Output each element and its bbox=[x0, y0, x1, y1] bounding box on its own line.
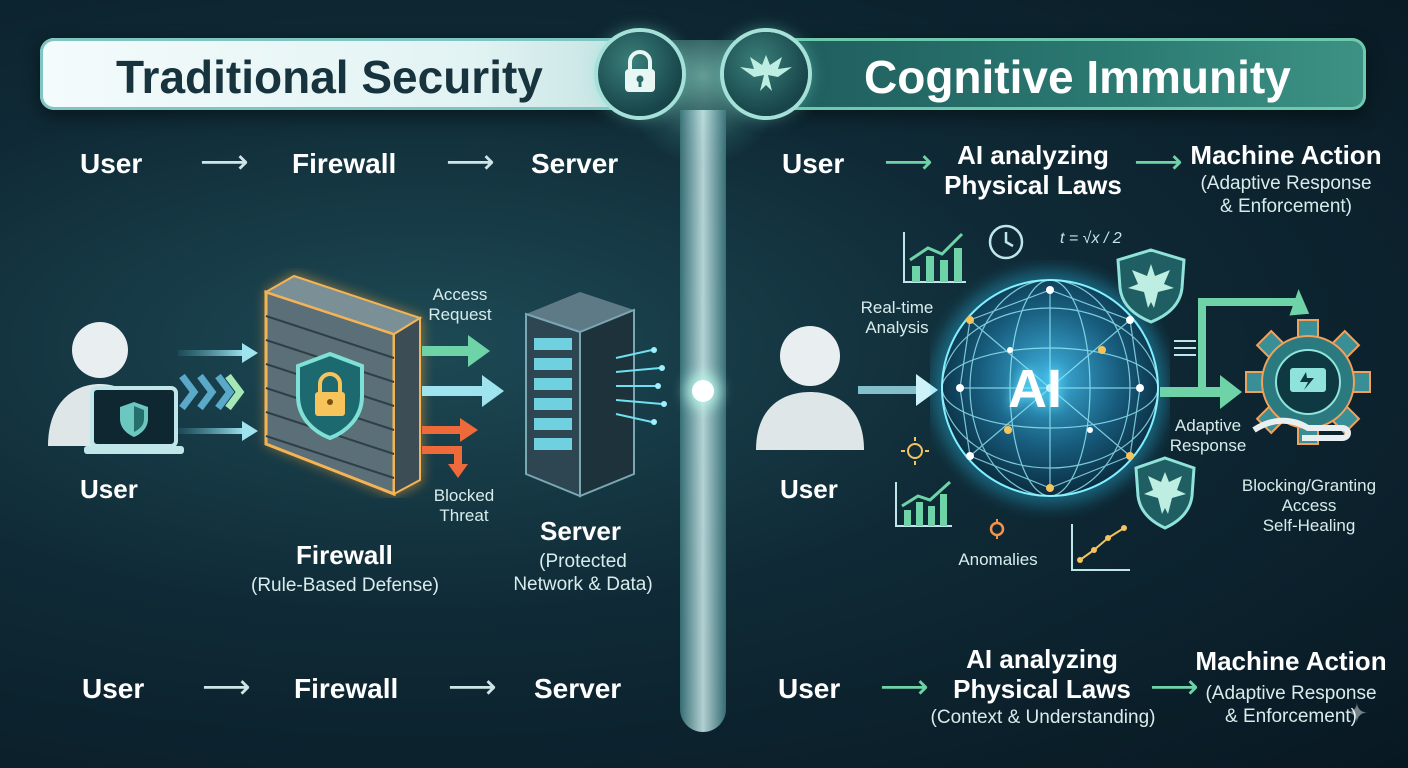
input-arrow-icon bbox=[858, 370, 942, 415]
right-bottom-action-sub: (Adaptive Response & Enforcement) bbox=[1205, 683, 1377, 727]
phoenix-badge bbox=[724, 32, 808, 116]
feedback-arrow-icon bbox=[1150, 282, 1320, 417]
traditional-security-banner: Traditional Security bbox=[40, 38, 660, 110]
arrow-right-icon: ⟶ bbox=[448, 668, 497, 706]
user-icon bbox=[752, 322, 868, 459]
arrow-right-icon: ⟶ bbox=[880, 668, 929, 706]
blocked-threat-label: Blocked Threat bbox=[433, 486, 495, 525]
arrow-right-icon: ⟶ bbox=[1150, 668, 1199, 706]
right-top-action-sub: (Adaptive Response & Enforcement) bbox=[1200, 173, 1372, 217]
left-user-label: User bbox=[80, 474, 138, 504]
bar-chart-icon bbox=[892, 478, 956, 535]
cognitive-immunity-title: Cognitive Immunity bbox=[864, 51, 1291, 103]
traditional-security-title: Traditional Security bbox=[116, 51, 543, 103]
left-top-server: Server bbox=[531, 148, 619, 179]
server-rack-icon bbox=[520, 288, 670, 503]
gear-engine-icon bbox=[1242, 318, 1374, 459]
firewall-wall-icon bbox=[254, 268, 434, 503]
arrow-right-icon: ⟶ bbox=[200, 143, 249, 181]
left-top-user: User bbox=[80, 148, 143, 179]
realtime-analysis-label: Real-time Analysis bbox=[860, 298, 934, 337]
ai-neural-sphere-icon bbox=[930, 260, 1170, 525]
adaptive-response-label: Adaptive Response bbox=[1169, 416, 1247, 455]
right-top-action: Machine Action bbox=[1190, 140, 1382, 170]
ai-core-label: AI bbox=[1008, 359, 1062, 419]
left-bottom-user: User bbox=[82, 673, 145, 704]
sun-icon bbox=[900, 436, 930, 471]
right-bottom-ai-sub: (Context & Understanding) bbox=[930, 707, 1156, 728]
firewall-subtitle: (Rule-Based Defense) bbox=[251, 575, 439, 596]
lock-icon bbox=[620, 49, 660, 100]
right-bottom-user: User bbox=[778, 673, 841, 704]
blocking-granting-label: Blocking/Granting Access Self-Healing bbox=[1241, 476, 1377, 535]
server-title: Server bbox=[540, 516, 621, 546]
left-top-firewall: Firewall bbox=[292, 148, 397, 179]
anomalies-label: Anomalies bbox=[958, 550, 1038, 569]
output-arrow-icon bbox=[1160, 372, 1244, 417]
right-user-label: User bbox=[780, 474, 838, 504]
left-bottom-firewall: Firewall bbox=[294, 673, 399, 704]
sparkle-icon: ✦ bbox=[1346, 698, 1368, 728]
right-top-ai: AI analyzing Physical Laws bbox=[944, 140, 1122, 200]
user-laptop-icon bbox=[44, 318, 184, 473]
center-divider bbox=[680, 110, 726, 732]
right-bottom-action: Machine Action bbox=[1195, 646, 1387, 676]
firewall-outgoing-arrows bbox=[418, 330, 518, 485]
firewall-title: Firewall bbox=[296, 540, 393, 570]
right-bottom-ai: AI analyzing Physical Laws bbox=[953, 644, 1131, 704]
divider-knob bbox=[692, 380, 714, 402]
incoming-arrows bbox=[178, 340, 268, 450]
clock-icon bbox=[986, 222, 1026, 267]
arrow-right-icon: ⟶ bbox=[884, 143, 933, 181]
arrow-right-icon: ⟶ bbox=[446, 143, 495, 181]
server-subtitle: (Protected Network & Data) bbox=[513, 551, 653, 595]
phoenix-shield-icon bbox=[1130, 454, 1200, 535]
anomaly-marker-icon bbox=[986, 518, 1008, 545]
left-bottom-server: Server bbox=[534, 673, 622, 704]
lock-badge bbox=[598, 32, 682, 116]
phoenix-shield-icon bbox=[1112, 246, 1190, 329]
scatter-plot-icon bbox=[1068, 520, 1134, 579]
list-lines-icon bbox=[1172, 338, 1198, 363]
formula-label: t = √x / 2 bbox=[1060, 230, 1122, 247]
bar-chart-icon bbox=[900, 228, 970, 291]
right-top-user: User bbox=[782, 148, 845, 179]
phoenix-icon bbox=[738, 47, 794, 102]
cognitive-immunity-banner: Cognitive Immunity bbox=[748, 38, 1366, 110]
arrow-right-icon: ⟶ bbox=[202, 668, 251, 706]
arrow-right-icon: ⟶ bbox=[1134, 143, 1183, 181]
access-request-label: Access Request bbox=[428, 285, 492, 324]
